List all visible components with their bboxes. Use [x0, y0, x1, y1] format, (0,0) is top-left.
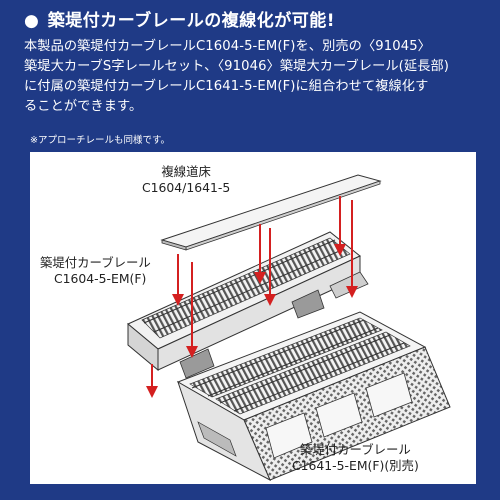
diagram-panel: 複線道床 C1604/1641-5 築堤付カーブレール C1604-5-EM(F…	[30, 152, 476, 484]
description-line: ることができます。	[24, 99, 143, 114]
label-embankment-c1604: 築堤付カーブレール C1604-5-EM(F)	[40, 255, 151, 286]
note: ※アプローチレールも同様です。	[30, 135, 171, 146]
embankment-curve-rail-c1604	[127, 231, 369, 379]
headline: ● 築堤付カーブレールの複線化が可能!	[24, 8, 494, 34]
bullet-icon: ●	[24, 11, 40, 31]
assembly-arrows	[146, 196, 358, 398]
track-assembly-illustration	[127, 174, 451, 482]
label-double-track-bed: 複線道床 C1604/1641-5	[142, 164, 231, 195]
label-embankment-c1641: 築堤付カーブレール C1641-5-EM(F)(別売)	[292, 442, 419, 473]
double-track-bed	[160, 174, 382, 251]
description-line: 築堤大カーブS字レールセット、〈91046〉築堤大カーブレール(延長部)	[24, 59, 450, 74]
description-line: に付属の築堤付カーブレールC1641-5-EM(F)に組合わせて複線化す	[24, 79, 429, 94]
headline-text: 築堤付カーブレールの複線化が可能!	[47, 11, 335, 31]
description: 本製品の築堤付カーブレールC1604-5-EM(F)を、別売の〈91045〉 築…	[24, 37, 486, 117]
description-line: 本製品の築堤付カーブレールC1604-5-EM(F)を、別売の〈91045〉	[24, 39, 431, 54]
embankment-curve-rail-c1641	[176, 311, 451, 482]
